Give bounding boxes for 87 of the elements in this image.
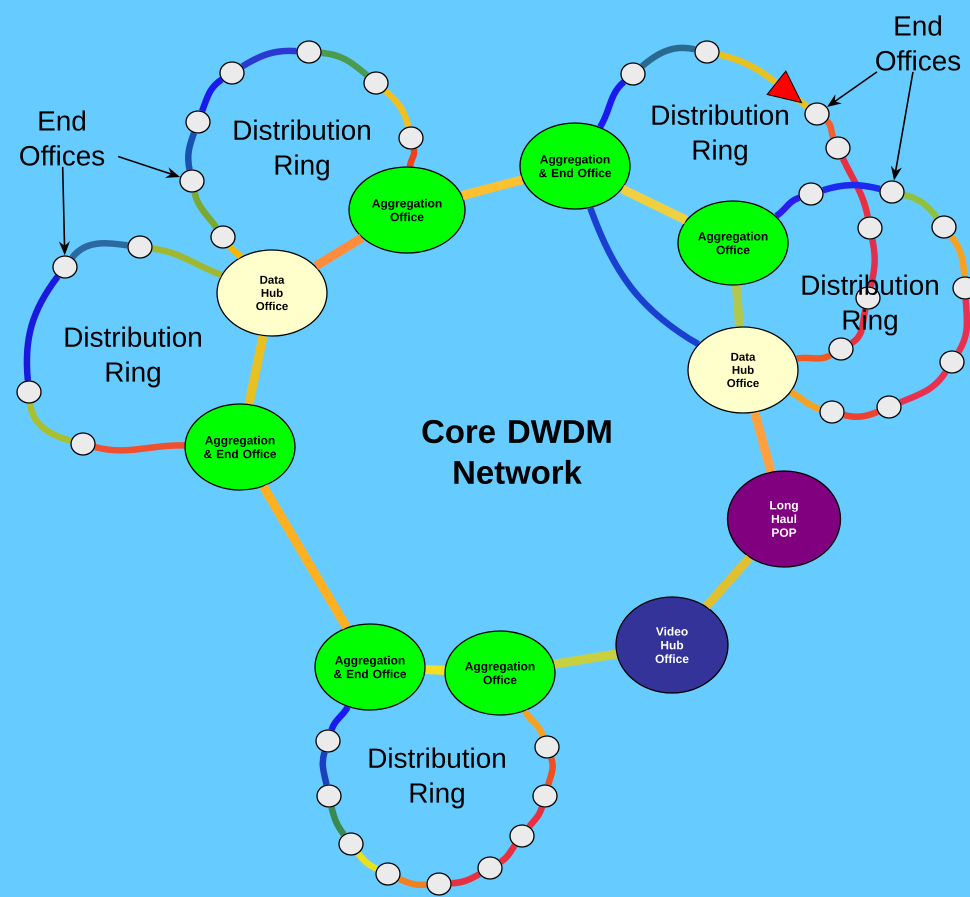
trunk-line: [620, 184, 688, 224]
ring-segment: [587, 206, 700, 347]
end-office-circle: [876, 395, 902, 419]
end-office-circle: [828, 337, 854, 361]
ring-segment: [94, 442, 184, 454]
end-office-circle: [16, 380, 42, 404]
ring-segment: [899, 370, 948, 406]
ring-segment: [398, 876, 427, 888]
callout-text: End Offices: [876, 15, 960, 71]
end-office-circle: [315, 729, 341, 753]
end-office-circle: [296, 40, 322, 64]
end-office-circle: [939, 350, 965, 374]
ring-segment: [328, 806, 346, 836]
end-office-circle: [179, 169, 205, 193]
ring-segment: [406, 148, 418, 167]
ring-segment: [956, 299, 970, 354]
ring-label: Distribution Ring: [652, 104, 788, 166]
ring-segment: [383, 88, 412, 128]
ring-segment: [152, 245, 223, 278]
ring-segment: [948, 234, 968, 277]
network-title: Core DWDM Network: [422, 420, 611, 484]
callout-text: End Offices: [20, 110, 104, 166]
trunk-line: [313, 234, 364, 270]
trunk-line: [554, 650, 618, 669]
end-office-circle: [363, 71, 389, 95]
end-office-circle: [316, 784, 342, 808]
end-office-circle: [338, 832, 364, 856]
end-office-circle: [952, 276, 970, 300]
end-office-circle: [210, 225, 236, 249]
ring-label: Distribution Ring: [66, 326, 201, 388]
ring-segment: [328, 705, 350, 731]
end-office-circle: [52, 255, 78, 279]
end-office-circle: [694, 40, 720, 64]
end-office-circle: [857, 216, 883, 240]
ring-segment: [320, 751, 330, 786]
ring-segment: [789, 389, 821, 412]
ring-segment: [522, 709, 546, 738]
end-office-circle: [219, 61, 245, 85]
end-office-circle: [185, 110, 211, 134]
trunk-line: [260, 484, 350, 630]
ring-segment: [199, 76, 224, 112]
ring-segment: [796, 352, 832, 362]
end-office-circle: [798, 182, 824, 206]
ring-label: Distribution Ring: [370, 748, 505, 808]
trunk-line: [703, 554, 753, 610]
ring-segment: [321, 50, 369, 78]
ring-segment: [822, 182, 881, 194]
end-office-circle: [534, 735, 560, 759]
end-office-circle: [375, 862, 401, 886]
ring-segment: [526, 806, 546, 829]
ring-segment: [824, 118, 836, 138]
ring-segment: [356, 851, 378, 872]
ring-segment: [903, 192, 940, 220]
ring-segment: [24, 274, 60, 381]
end-office-circle: [931, 215, 957, 239]
trunk-line: [461, 175, 524, 200]
trunk-line: [244, 335, 268, 405]
end-office-circle: [398, 126, 424, 150]
ring-segment: [718, 52, 810, 110]
ring-segment: [451, 871, 481, 887]
end-office-circle: [825, 136, 851, 160]
ring-segment: [70, 240, 128, 260]
end-office-circle: [620, 62, 646, 86]
trunk-line: [425, 665, 445, 675]
end-office-circle: [819, 400, 845, 424]
ring-segment: [240, 48, 297, 70]
ring-segment: [545, 757, 556, 786]
ring-segment: [185, 132, 198, 170]
ring-segment: [843, 408, 879, 420]
end-office-circle: [477, 856, 503, 880]
end-office-circle: [426, 872, 452, 896]
ring-segment: [227, 244, 244, 260]
end-office-circle: [532, 784, 558, 808]
end-office-circle: [509, 824, 535, 848]
ring-segment: [868, 238, 878, 288]
trunk-line: [750, 411, 776, 473]
trunk-line: [732, 285, 744, 327]
ring-segment: [499, 844, 518, 865]
end-office-circle: [879, 180, 905, 204]
end-office-circle: [127, 235, 153, 259]
ring-segment: [597, 80, 626, 129]
ring-segment: [191, 192, 219, 230]
end-office-circle: [804, 102, 830, 126]
ring-segment: [774, 194, 800, 219]
ring-segment: [640, 44, 696, 69]
end-office-circle: [70, 432, 96, 456]
ring-segment: [27, 403, 72, 444]
